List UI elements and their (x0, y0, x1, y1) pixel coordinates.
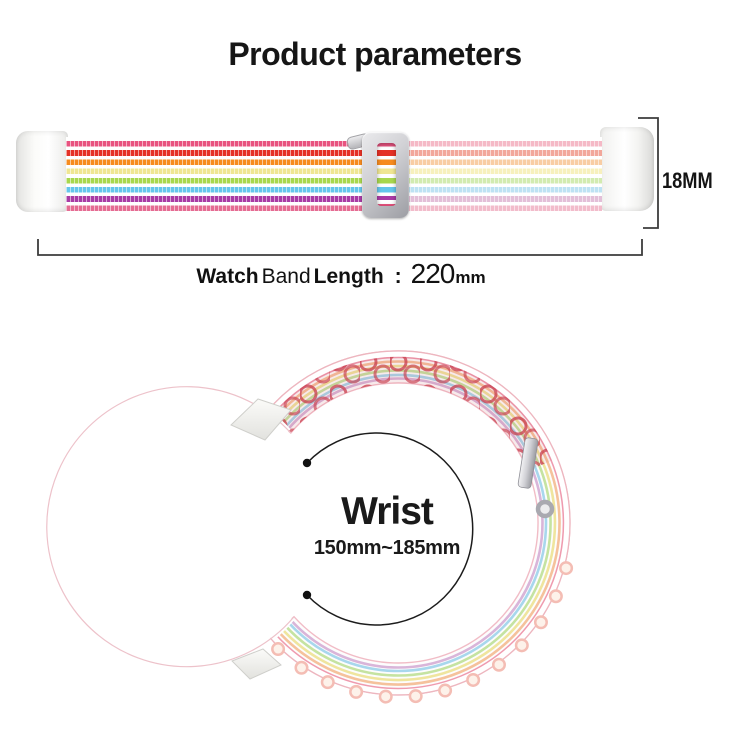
wrist-label: Wrist (341, 490, 434, 533)
buckle (362, 132, 409, 218)
band-left-weave-vivid-stripes (66, 137, 366, 213)
band-right-connector-cap (600, 127, 654, 211)
buckle-edge-on (517, 437, 539, 489)
lace-loops (266, 350, 558, 471)
length-unit: mm (455, 268, 486, 287)
lace-tint (266, 350, 558, 471)
length-word-watch: Watch (196, 265, 259, 288)
inner-white-edge (36, 381, 294, 673)
page-title: Product parameters (228, 36, 522, 72)
metal-hook (535, 499, 555, 519)
scallop-bumps-outer (261, 561, 574, 704)
length-colon: : (394, 265, 402, 288)
inner-rim (46, 386, 295, 668)
wrist-range: 150mm~185mm (313, 537, 461, 559)
length-word-band: Band (261, 265, 311, 288)
length-dimension-bracket (37, 239, 643, 256)
band-width-label: 18MM (662, 168, 713, 193)
curled-band-top-lug (230, 398, 292, 441)
length-value: 220 (410, 258, 456, 289)
curled-band-bottom-lug (231, 648, 282, 680)
wrist-arc-dot-top (302, 458, 312, 468)
band-left-connector-cap (16, 131, 68, 212)
band-right-weave-pastel-stripes (394, 137, 602, 213)
length-word-length: Length (313, 265, 384, 288)
scallop-bumps-inner (264, 563, 571, 702)
wrist-arc-dot-bottom (302, 590, 312, 600)
buckle-slot (377, 143, 396, 206)
